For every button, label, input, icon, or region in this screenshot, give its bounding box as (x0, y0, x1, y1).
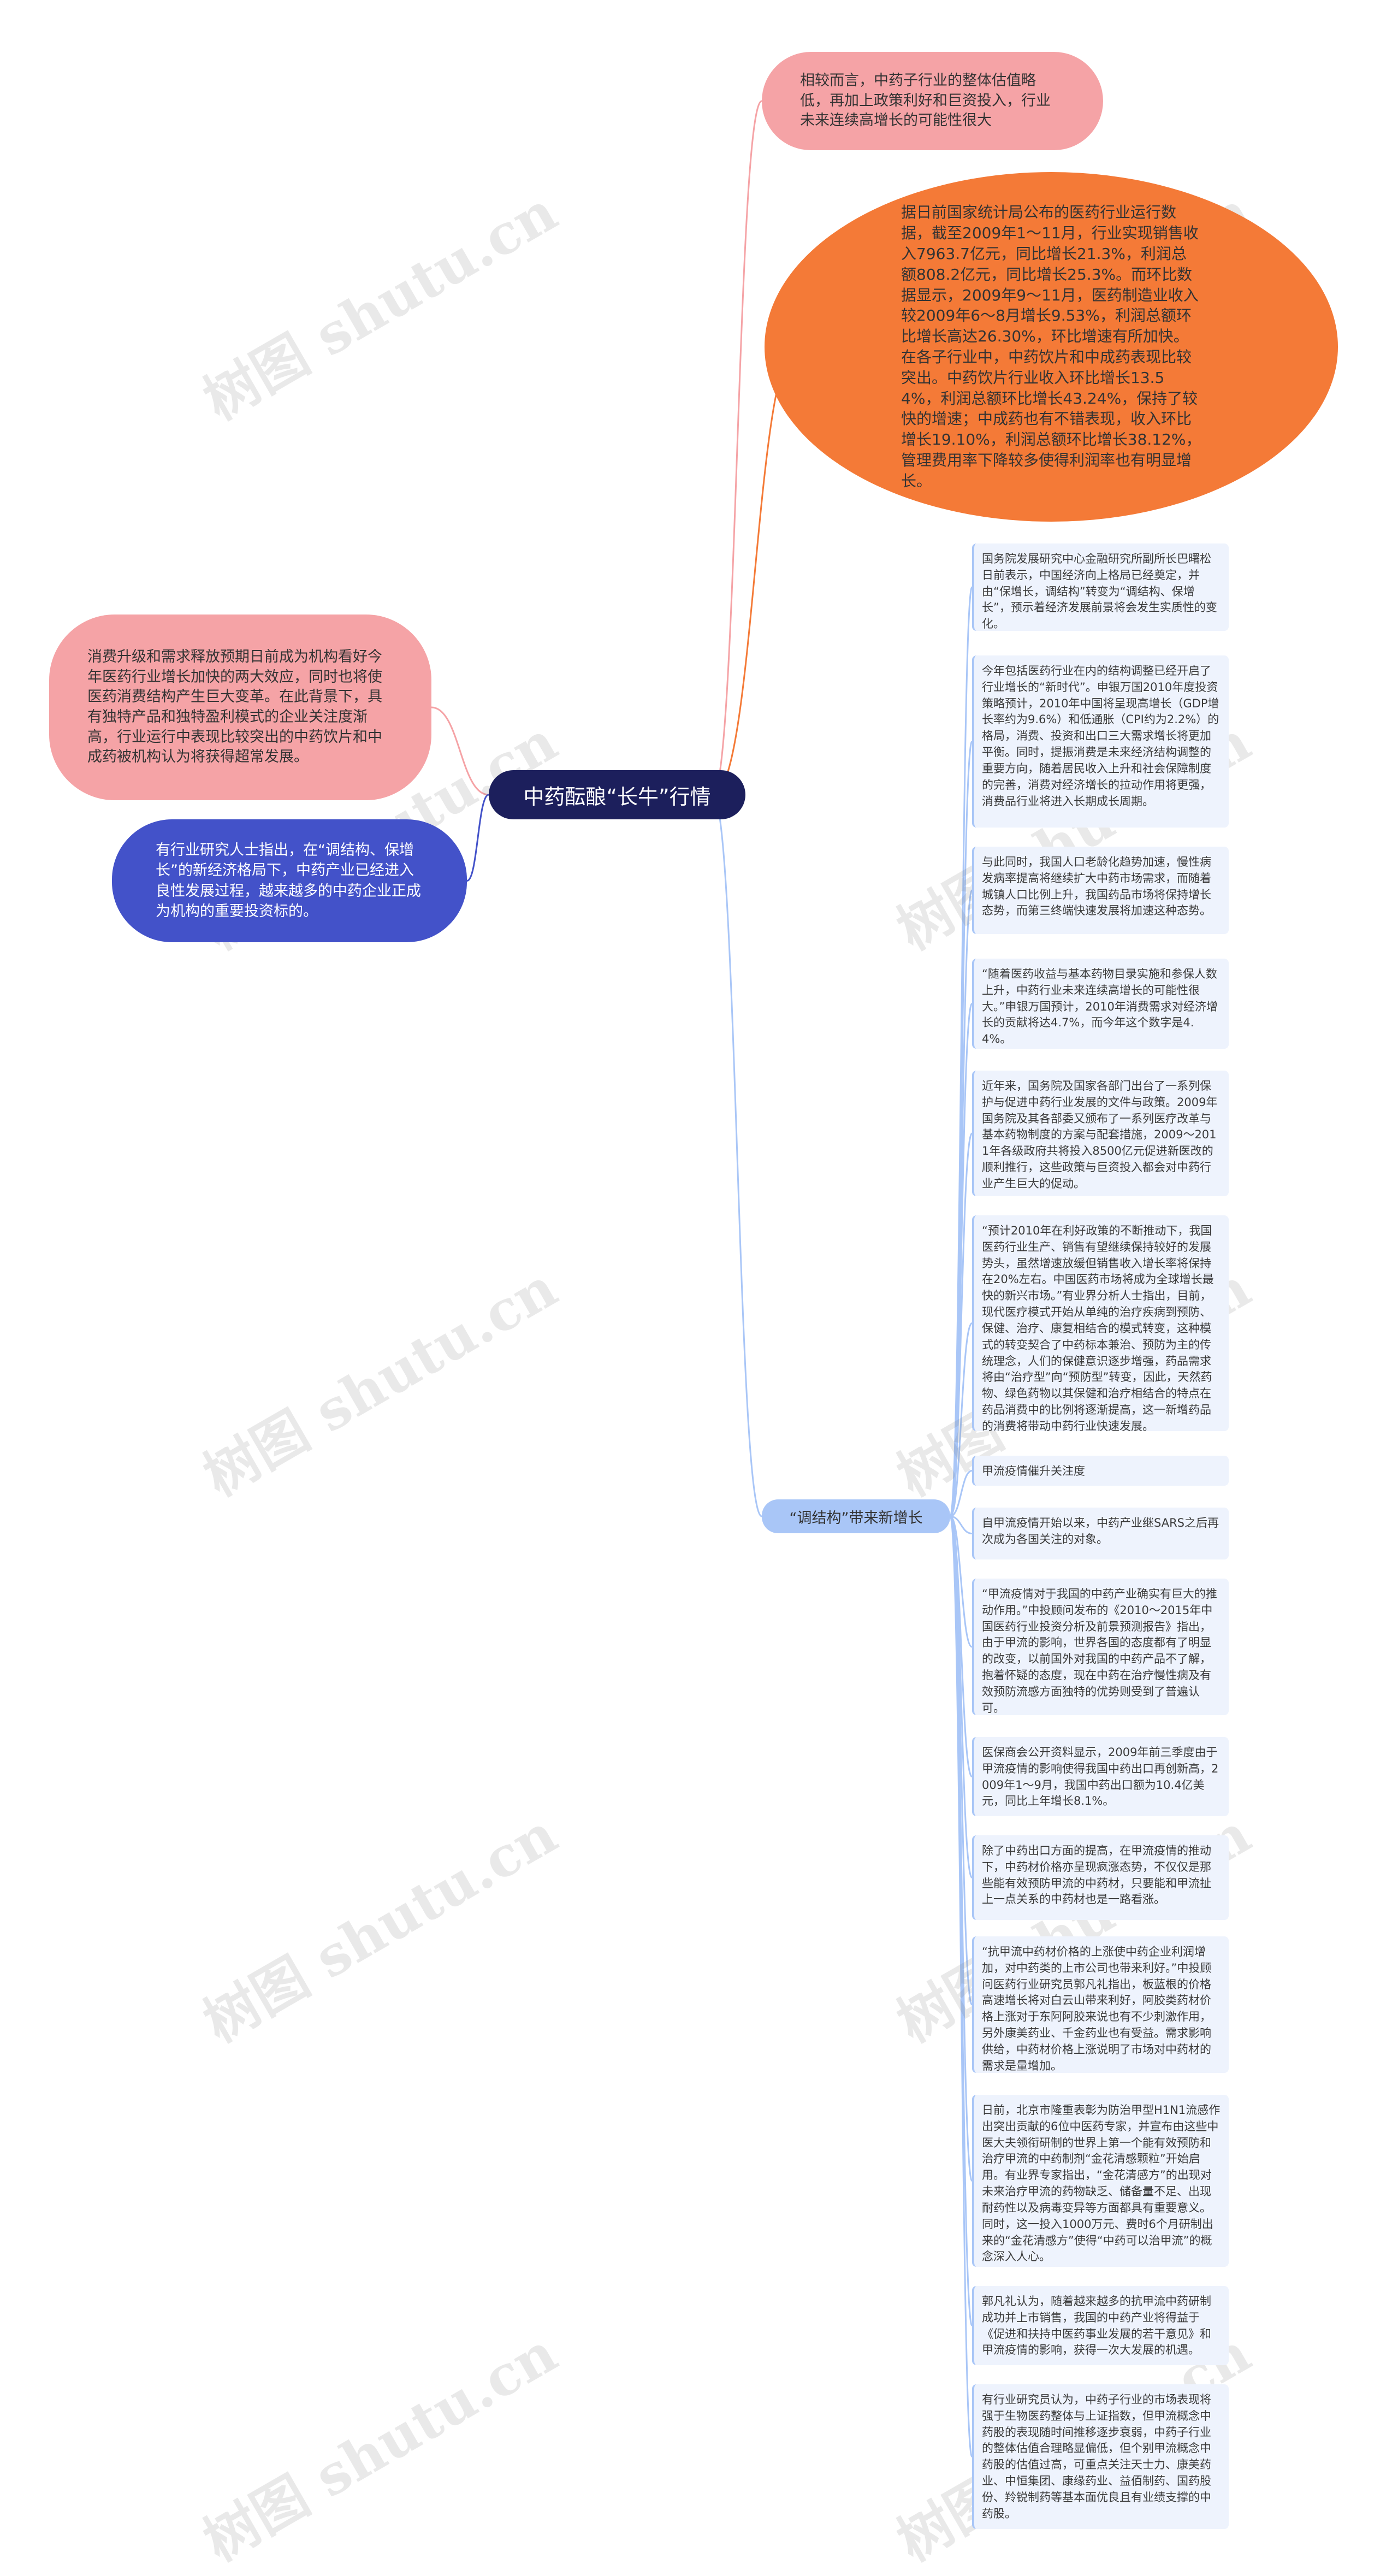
left-topic-consumption[interactable]: 消费升级和需求释放预期日前成为机构看好今年医药行业增长加快的两大效应，同时也将使… (49, 615, 431, 800)
connector-leaf (949, 1515, 973, 2457)
leaf-note-10-text: 除了中药出口方面的提高，在甲流疫情的推动下，中药材价格亦呈现疯涨态势，不仅仅是那… (982, 1844, 1211, 1906)
leaf-note-6-text: “预计2010年在利好政策的不断推动下，我国医药行业生产、销售有望继续保持较好的… (982, 1224, 1214, 1433)
leaf-note-2-text: 今年包括医药行业在内的结构调整已经开启了行业增长的“新时代”。申银万国2010年… (982, 664, 1219, 808)
connector-top-orange (712, 346, 798, 796)
leaf-note-8[interactable]: “甲流疫情对于我国的中药产业确实有巨大的推动作用。”中投顾问发布的《2010～2… (972, 1579, 1229, 1715)
leaf-note-6[interactable]: “预计2010年在利好政策的不断推动下，我国医药行业生产、销售有望继续保持较好的… (972, 1215, 1229, 1433)
leaf-note-1-text: 国务院发展研究中心金融研究所副所长巴曙松日前表示，中国经济向上格局已经奠定，并由… (982, 552, 1217, 631)
leaf-note-2[interactable]: 今年包括医药行业在内的结构调整已经开启了行业增长的“新时代”。申银万国2010年… (972, 655, 1229, 828)
leaf-note-11[interactable]: “抗甲流中药材价格的上涨使中药企业利润增加，对中药类的上市公司也带来利好。”中投… (972, 1936, 1229, 2073)
branch-restructuring-growth-label: “调结构”带来新增长 (789, 1509, 923, 1527)
connector-branch (712, 794, 763, 1517)
leaf-note-13-text: 郭凡礼认为，随着越来越多的抗甲流中药研制成功并上市销售，我国的中药产业将得益于《… (982, 2295, 1211, 2357)
leaf-note-8-text: “甲流疫情对于我国的中药产业确实有巨大的推动作用。”中投顾问发布的《2010～2… (982, 1587, 1217, 1715)
connector-left-pink (431, 706, 489, 796)
leaf-note-11-text: “抗甲流中药材价格的上涨使中药企业利润增加，对中药类的上市公司也带来利好。”中投… (982, 1945, 1212, 2072)
leaf-note-14-text: 有行业研究员认为，中药子行业的市场表现将强于生物医药整体与上证指数，但甲流概念中… (982, 2393, 1211, 2520)
top-topic-statistics[interactable]: 据日前国家统计局公布的医药行业运行数据，截至2009年1～11月，行业实现销售收… (765, 172, 1338, 522)
root-topic-label: 中药酝酿“长牛”行情 (523, 784, 711, 809)
leaf-note-1[interactable]: 国务院发展研究中心金融研究所副所长巴曙松日前表示，中国经济向上格局已经奠定，并由… (972, 543, 1229, 631)
connector-leaf (949, 586, 973, 1517)
connector-left-blue (466, 794, 489, 882)
leaf-note-3[interactable]: 与此同时，我国人口老龄化趋势加速，慢性病发病率提高将继续扩大中药市场需求，而随着… (972, 847, 1229, 934)
top-topic-valuation[interactable]: 相较而言，中药子行业的整体估值略低，再加上政策利好和巨资投入，行业未来连续高增长… (762, 52, 1103, 150)
leaf-note-12[interactable]: 日前，北京市隆重表彰为防治甲型H1N1流感作出突出贡献的6位中医药专家，并宣布由… (972, 2095, 1229, 2267)
root-topic-node[interactable]: 中药酝酿“长牛”行情 (489, 770, 745, 819)
leaf-note-3-text: 与此同时，我国人口老龄化趋势加速，慢性病发病率提高将继续扩大中药市场需求，而随着… (982, 855, 1211, 918)
connector-leaf (949, 1515, 973, 2182)
left-topic-consumption-text: 消费升级和需求释放预期日前成为机构看好今年医药行业增长加快的两大效应，同时也将使… (87, 648, 382, 766)
leaf-note-13[interactable]: 郭凡礼认为，随着越来越多的抗甲流中药研制成功并上市销售，我国的中药产业将得益于《… (972, 2286, 1229, 2365)
leaf-note-7-text: 自甲流疫情开始以来，中药产业继SARS之后再次成为各国关注的对象。 (982, 1516, 1219, 1546)
leaf-note-5-text: 近年来，国务院及国家各部门出台了一系列保护与促进中药行业发展的文件与政策。200… (982, 1079, 1218, 1190)
leaf-heading-flu[interactable]: 甲流疫情催升关注度 (972, 1456, 1229, 1486)
connector-leaf (950, 1515, 973, 1648)
leaf-heading-flu-text: 甲流疫情催升关注度 (982, 1464, 1085, 1478)
connector-leaf (949, 741, 973, 1517)
leaf-note-14[interactable]: 有行业研究员认为，中药子行业的市场表现将强于生物医药整体与上证指数，但甲流概念中… (972, 2384, 1229, 2529)
top-topic-statistics-text: 据日前国家统计局公布的医药行业运行数据，截至2009年1～11月，行业实现销售收… (901, 203, 1201, 490)
connector-leaf (950, 1515, 973, 1534)
leaf-note-12-text: 日前，北京市隆重表彰为防治甲型H1N1流感作出突出贡献的6位中医药专家，并宣布由… (982, 2104, 1221, 2264)
connector-leaf (949, 1322, 973, 1517)
top-topic-valuation-text: 相较而言，中药子行业的整体估值略低，再加上政策利好和巨资投入，行业未来连续高增长… (800, 72, 1051, 129)
leaf-note-5[interactable]: 近年来，国务院及国家各部门出台了一系列保护与促进中药行业发展的文件与政策。200… (972, 1071, 1229, 1196)
connector-leaf (950, 1470, 973, 1517)
connector-top-pink (712, 100, 763, 796)
leaf-note-10[interactable]: 除了中药出口方面的提高，在甲流疫情的推动下，中药材价格亦呈现疯涨态势，不仅仅是那… (972, 1835, 1229, 1920)
leaf-note-9-text: 医保商会公开资料显示，2009年前三季度由于甲流疫情的影响使得我国中药出口再创新… (982, 1746, 1219, 1808)
leaf-note-9[interactable]: 医保商会公开资料显示，2009年前三季度由于甲流疫情的影响使得我国中药出口再创新… (972, 1737, 1229, 1816)
leaf-note-4-text: “随着医药收益与基本药物目录实施和参保人数上升，中药行业未来连续高增长的可能性很… (982, 967, 1218, 1046)
connector-leaf (949, 1132, 973, 1517)
left-topic-investment-text: 有行业研究人士指出，在“调结构、保增长”的新经济格局下，中药产业已经进入良性发展… (156, 842, 421, 920)
leaf-note-7[interactable]: 自甲流疫情开始以来，中药产业继SARS之后再次成为各国关注的对象。 (972, 1508, 1229, 1559)
leaf-note-4[interactable]: “随着医药收益与基本药物目录实施和参保人数上升，中药行业未来连续高增长的可能性很… (972, 959, 1229, 1049)
left-topic-investment[interactable]: 有行业研究人士指出，在“调结构、保增长”的新经济格局下，中药产业已经进入良性发展… (112, 819, 467, 942)
branch-restructuring-growth[interactable]: “调结构”带来新增长 (762, 1499, 950, 1533)
